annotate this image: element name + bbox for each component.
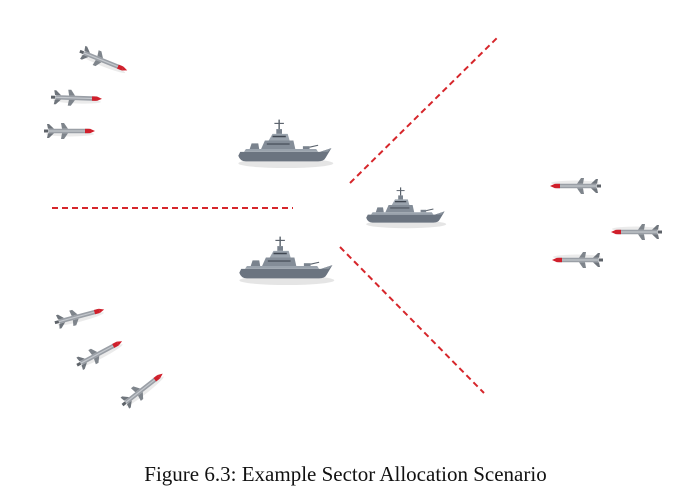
warship-icon bbox=[237, 118, 335, 169]
figure-caption: Figure 6.3: Example Sector Allocation Sc… bbox=[144, 462, 547, 486]
warship-icon bbox=[365, 186, 447, 229]
sector-boundary-northeast bbox=[349, 35, 500, 184]
missile-icon bbox=[611, 224, 662, 240]
sector-boundary-southeast bbox=[339, 246, 485, 394]
missile-icon bbox=[76, 43, 131, 78]
missile-icon bbox=[50, 89, 103, 107]
missile-icon bbox=[550, 178, 601, 194]
missile-icon bbox=[52, 301, 107, 331]
sector-allocation-scene bbox=[44, 35, 662, 412]
missile-icon bbox=[552, 252, 603, 268]
missile-icon bbox=[44, 123, 95, 139]
warship-icon bbox=[238, 235, 336, 286]
missile-icon bbox=[117, 367, 168, 412]
missile-icon bbox=[73, 334, 126, 373]
